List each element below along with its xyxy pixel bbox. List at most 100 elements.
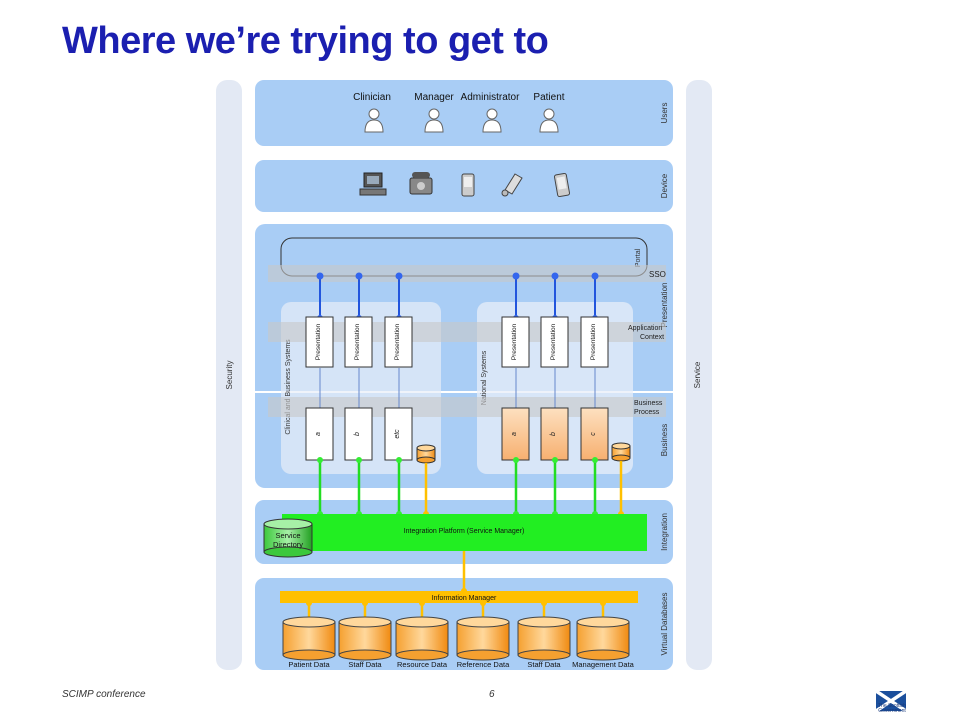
connector-dot	[362, 600, 368, 606]
connector-dot	[316, 272, 324, 280]
pda-icon	[461, 173, 475, 197]
integration-layer-label: Integration	[660, 513, 669, 551]
users-layer	[255, 80, 673, 146]
svg-text:c: c	[590, 432, 597, 436]
tablet-device-icon	[553, 172, 571, 198]
integration-platform-label: Integration Platform (Service Manager)	[404, 528, 525, 535]
users-layer-label: Users	[660, 103, 669, 124]
database-cylinder: Reference Data	[456, 616, 510, 669]
database-cylinder: Resource Data	[395, 616, 449, 669]
security-bar	[216, 80, 242, 670]
presentation-box: Presentation	[580, 316, 609, 368]
business-process-label-2: Process	[634, 409, 660, 416]
connector-dot	[591, 272, 599, 280]
business-box: a	[305, 407, 334, 461]
application-context-label-2: Context	[640, 334, 664, 341]
connector-dot	[395, 272, 403, 280]
database-label: Staff Data	[527, 660, 561, 669]
portal-label: Portal	[635, 248, 642, 267]
connector-dot	[551, 272, 559, 280]
business-box: a	[501, 407, 530, 461]
connector-dot	[541, 600, 547, 606]
connector-dot	[512, 272, 520, 280]
business-box: b	[344, 407, 373, 461]
connector-dot	[306, 600, 312, 606]
mobile-phone-icon	[501, 173, 523, 197]
presentation-box: Presentation	[384, 316, 413, 368]
slide-title: Where we’re trying to get to	[62, 20, 549, 62]
clinical-business-systems-label: Clinical and Business Systems	[285, 339, 292, 435]
integration-platform-bar	[282, 514, 647, 551]
svg-text:b: b	[354, 432, 361, 436]
presentation-box: Presentation	[344, 316, 373, 368]
virtual-databases-layer-label: Virtual Databases	[660, 593, 669, 656]
person-icon	[424, 108, 444, 133]
svg-text:Presentation: Presentation	[354, 323, 361, 360]
business-box: etc	[384, 407, 413, 461]
svg-text:Presentation: Presentation	[394, 323, 401, 360]
person-icon	[482, 108, 502, 133]
connector-dot	[600, 600, 606, 606]
svg-text:a: a	[511, 432, 518, 436]
user-label-patient: Patient	[533, 92, 564, 103]
user-label-clinician: Clinician	[353, 92, 391, 103]
local-database-icon	[416, 444, 436, 464]
footer-conference: SCIMP conference	[62, 689, 146, 700]
information-manager-label: Information Manager	[432, 595, 497, 602]
user-label-manager: Manager	[414, 92, 454, 103]
device-layer-label: Device	[660, 173, 669, 198]
database-label: Management Data	[572, 660, 635, 669]
connector-dot	[355, 272, 363, 280]
connector-dot	[592, 457, 598, 463]
svg-text:b: b	[550, 432, 557, 436]
presentation-box: Presentation	[540, 316, 569, 368]
presentation-box: Presentation	[501, 316, 530, 368]
user-label-administrator: Administrator	[461, 92, 521, 103]
business-layer-label: Business	[660, 424, 669, 456]
database-cylinder: Staff Data	[517, 616, 571, 669]
svg-text:Presentation: Presentation	[550, 323, 557, 360]
business-box: c	[580, 407, 609, 461]
information-manager-bar	[280, 591, 638, 603]
business-process-label: Business	[634, 400, 663, 407]
saltire-logo-icon	[876, 689, 906, 713]
application-context-label: Application	[628, 325, 662, 332]
service-bar	[686, 80, 712, 670]
security-label: Security	[225, 361, 234, 390]
local-database-icon	[611, 442, 631, 462]
database-cylinder: Management Data	[572, 616, 635, 669]
presentation-layer-label: Presentation	[660, 283, 669, 328]
logo-wordmark: The Scottish Government	[878, 703, 906, 714]
svg-text:Presentation: Presentation	[315, 323, 322, 360]
connector-dot	[513, 457, 519, 463]
connector-dot	[396, 457, 402, 463]
connector-dot	[552, 457, 558, 463]
database-label: Patient Data	[288, 660, 330, 669]
person-icon	[539, 108, 559, 133]
svg-text:etc: etc	[394, 429, 401, 439]
svg-text:Presentation: Presentation	[590, 323, 597, 360]
svg-text:Service: Service	[275, 531, 300, 540]
desktop-computer-icon	[359, 172, 387, 196]
database-cylinder: Patient Data	[282, 616, 336, 669]
service-label: Service	[693, 361, 702, 388]
svg-text:Directory: Directory	[273, 540, 303, 549]
person-icon	[364, 108, 384, 133]
database-label: Resource Data	[397, 660, 448, 669]
page-number: 6	[489, 689, 495, 700]
service-directory-database: Service Directory	[263, 518, 313, 558]
connector-dot	[419, 600, 425, 606]
svg-text:Presentation: Presentation	[511, 323, 518, 360]
connector-dot	[356, 457, 362, 463]
national-systems-label: National Systems	[481, 350, 488, 405]
svg-text:a: a	[315, 432, 322, 436]
sso-label: SSO	[649, 270, 666, 279]
presentation-box: Presentation	[305, 316, 334, 368]
connector-dot	[317, 457, 323, 463]
business-box: b	[540, 407, 569, 461]
sso-band	[268, 265, 666, 282]
database-label: Staff Data	[348, 660, 382, 669]
database-cylinder: Staff Data	[338, 616, 392, 669]
connector-dot	[480, 600, 486, 606]
